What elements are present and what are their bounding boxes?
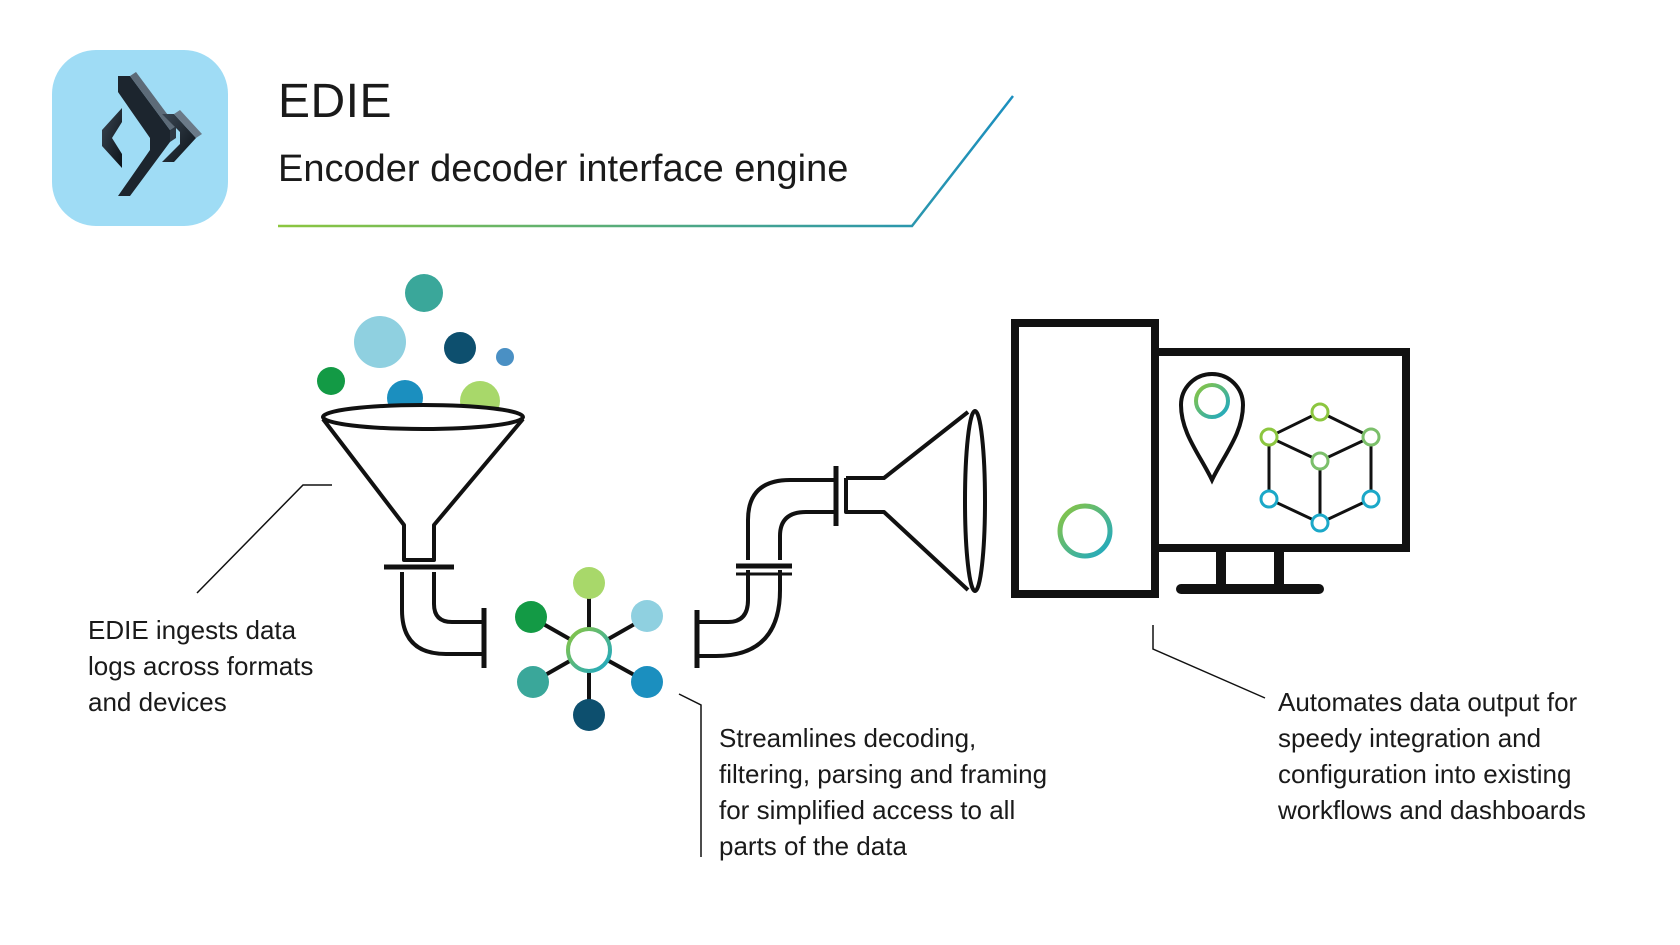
caption-line: speedy integration and [1278, 723, 1542, 753]
caption-ingest: EDIE ingests data logs across formats an… [88, 612, 348, 720]
leader-line-ingest [196, 484, 332, 594]
edie-chevron-logo-icon [102, 72, 202, 196]
pipe-icon [694, 466, 839, 668]
caption-line: parts of the data [719, 831, 907, 861]
caption-line: for simplified access to all [719, 795, 1016, 825]
pipe-icon [400, 572, 487, 668]
page-title: EDIE [278, 75, 393, 128]
caption-line: filtering, parsing and framing [719, 759, 1048, 789]
computer-tower-icon [1011, 319, 1159, 598]
title-underline [278, 95, 1014, 228]
caption-line: EDIE ingests data [88, 615, 297, 645]
leader-line-output [1152, 625, 1266, 699]
megaphone-icon [844, 409, 987, 593]
location-pin-icon [1178, 372, 1246, 485]
caption-line: Streamlines decoding, [719, 723, 977, 753]
caption-decode: Streamlines decoding, filtering, parsing… [719, 720, 1099, 864]
logo-tile [52, 50, 228, 226]
leader-line-decode [678, 693, 702, 857]
network-node-icon [515, 567, 663, 731]
funnel-icon [321, 403, 525, 570]
caption-line: workflows and dashboards [1278, 795, 1586, 825]
monitor-icon [1159, 348, 1410, 594]
caption-line: logs across formats [88, 651, 314, 681]
caption-line: Automates data output for [1278, 687, 1578, 717]
caption-line: and devices [88, 687, 227, 717]
caption-line: configuration into existing [1278, 759, 1572, 789]
cube-network-icon [1259, 402, 1381, 533]
data-bubbles-icon [317, 274, 514, 421]
page-subtitle: Encoder decoder interface engine [278, 148, 849, 190]
caption-output: Automates data output for speedy integra… [1278, 684, 1638, 828]
